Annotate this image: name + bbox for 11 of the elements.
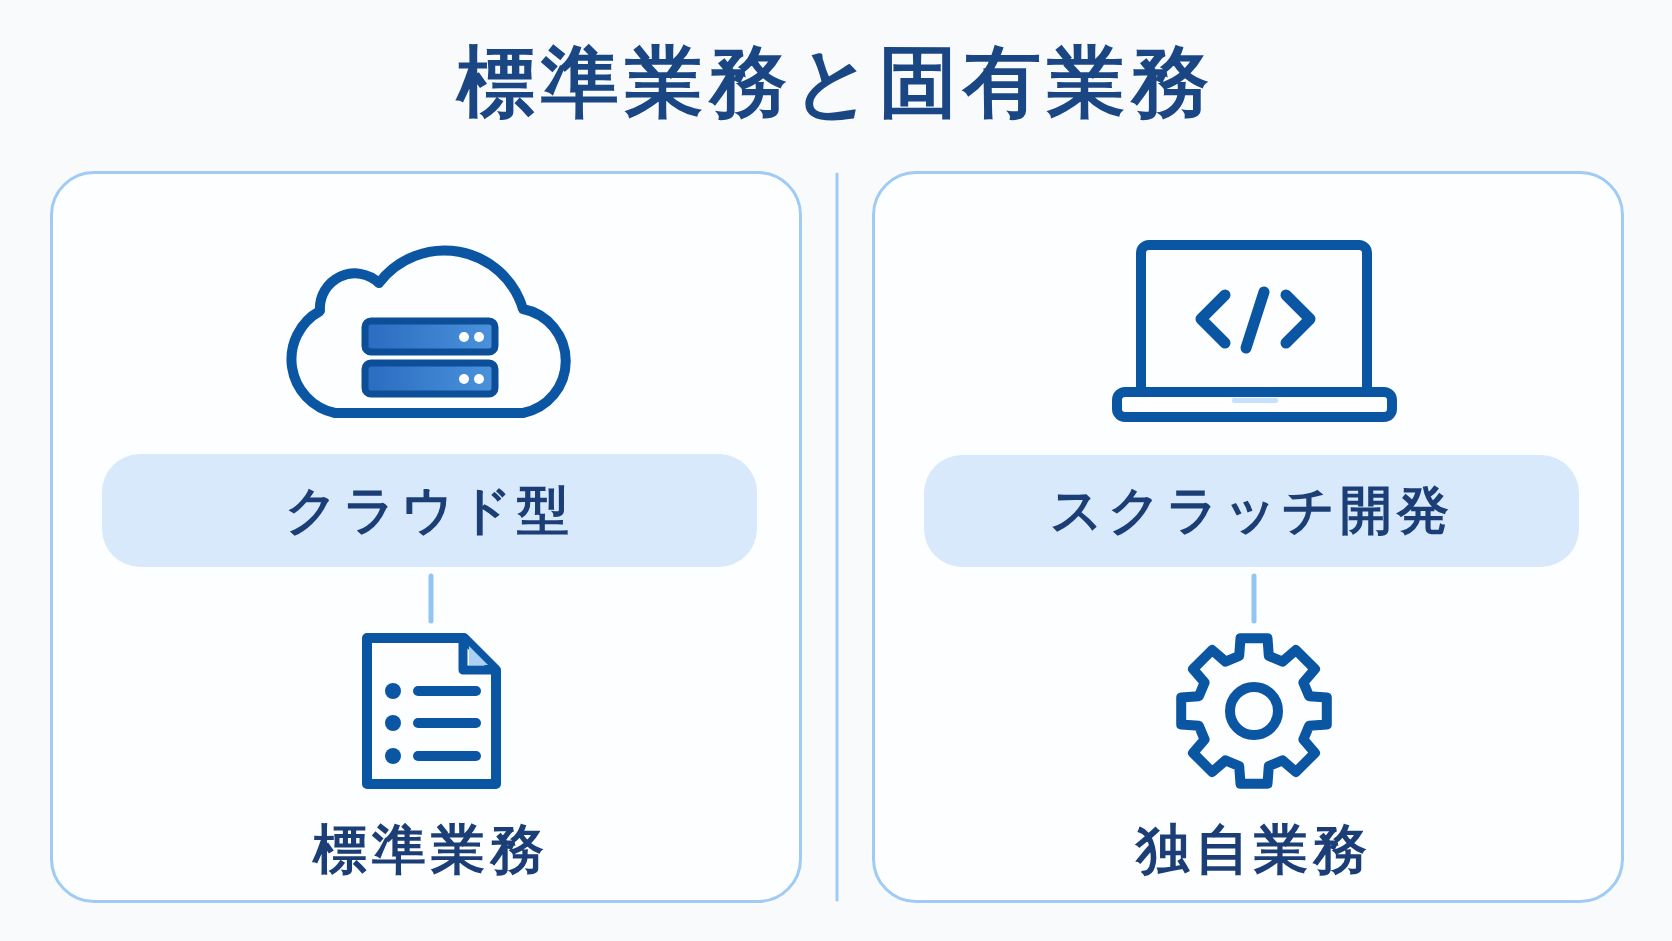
panel <box>50 171 802 903</box>
label-band <box>102 454 757 567</box>
connector-line <box>1251 573 1257 624</box>
caption-label: 標準業務 <box>313 820 549 880</box>
connector-line <box>428 573 434 624</box>
diagram-title: 標準業務と固有業務 <box>457 40 1215 126</box>
category-label: クラウド型 <box>285 480 574 541</box>
label-band <box>924 455 1579 567</box>
category-label: スクラッチ開発 <box>1049 481 1454 541</box>
panel <box>872 171 1624 903</box>
caption-label: 独自業務 <box>1136 820 1372 880</box>
